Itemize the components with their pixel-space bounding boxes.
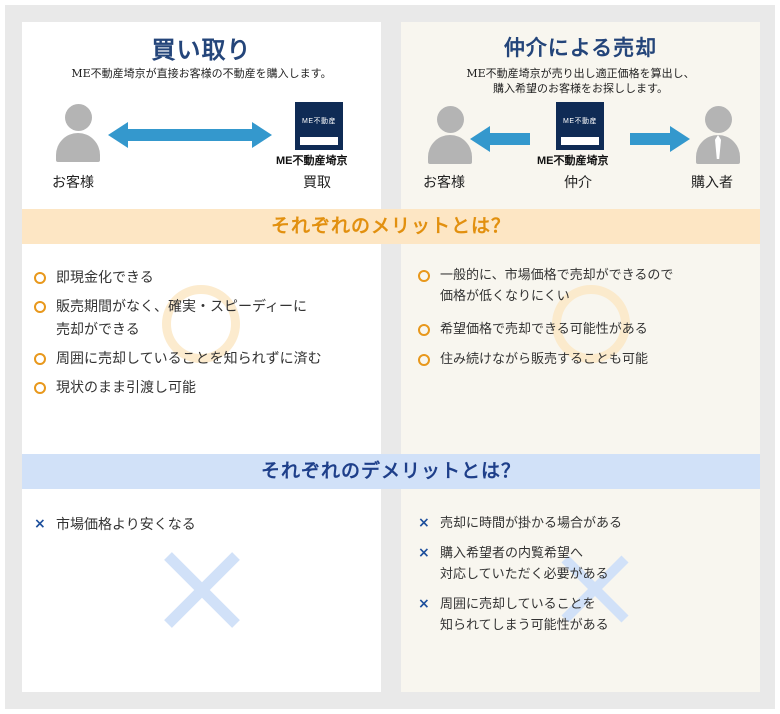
merit-item: 即現金化できる [34,267,374,290]
buyout-description: ME不動産埼京が直接お客様の不動産を購入します。 [71,67,332,80]
x-bullet-icon: × [418,545,430,561]
circle-bullet-icon [34,272,46,284]
x-bullet-icon: × [418,515,430,531]
x-bullet-icon: × [34,516,46,532]
circle-bullet-icon [34,353,46,365]
brokerage-title: 仲介による売却 [503,35,658,60]
businessman-icon [696,106,740,164]
person-icon [428,106,472,164]
merit-item: 希望価格で売却できる可能性がある [418,319,748,340]
circle-bullet-icon [418,354,430,366]
customer-label: お客様 [52,175,94,191]
demerit-item: ×市場価格より安くなる [34,516,196,533]
merit-watermark-circle [162,285,240,363]
buyer-label: 購入者 [691,175,733,191]
company-caption: ME不動産埼京 [276,155,348,167]
circle-bullet-icon [34,301,46,313]
circle-bullet-icon [34,382,46,394]
arrow-left-icon [470,126,530,152]
merit-item: 一般的に、市場価格で売却ができるので 価格が低くなりにくい [418,265,748,307]
arrow-right-icon [630,126,690,152]
brokerage-description-line1: ME不動産埼京が売り出し適正価格を算出し、 [466,67,695,80]
merit-item: 販売期間がなく、確実・スピーディーに 売却ができる [34,296,374,342]
circle-bullet-icon [418,324,430,336]
demerit-watermark-x [561,555,629,623]
company-logo-icon: ME不動産 [295,102,343,150]
merit-list-brokerage: 一般的に、市場価格で売却ができるので 価格が低くなりにくい 希望価格で売却できる… [418,265,748,379]
buyout-title: 買い取り [151,35,252,64]
demerit-item: ×購入希望者の内覧希望へ 対応していただく必要がある [418,545,609,582]
merit-item: 現状のまま引渡し可能 [34,377,374,400]
circle-bullet-icon [418,270,430,282]
brokerage-role-label: 仲介 [564,175,592,191]
demerit-item: ×売却に時間が掛かる場合がある [418,515,623,531]
person-icon [56,104,100,162]
demerit-item: ×周囲に売却していることを 知られてしまう可能性がある [418,596,609,633]
panel-brokerage: 仲介による売却 ME不動産埼京が売り出し適正価格を算出し、 購入希望のお客様をお… [401,22,760,692]
merit-watermark-circle [552,285,630,363]
demerit-watermark-x [164,552,240,628]
company-logo-icon: ME不動産 [556,102,604,150]
x-bullet-icon: × [418,596,430,612]
merit-list-buyout: 即現金化できる 販売期間がなく、確実・スピーディーに 売却ができる 周囲に売却し… [34,267,374,406]
demerit-list-brokerage: ×売却に時間が掛かる場合がある ×購入希望者の内覧希望へ 対応していただく必要が… [418,513,748,645]
company-caption: ME不動産埼京 [537,155,609,167]
demerit-list-buyout: ×市場価格より安くなる [34,514,374,543]
brokerage-description-line2: 購入希望のお客様をお探しします。 [493,82,668,95]
panel-buyout: 買い取り ME不動産埼京が直接お客様の不動産を購入します。 お客様 ME不動産 … [22,22,381,692]
merit-heading-band: それぞれのメリットとは？ [22,209,760,244]
demerit-heading-band: それぞれのデメリットとは？ [22,454,760,489]
customer-label: お客様 [423,175,465,191]
buyout-role-label: 買取 [303,175,331,191]
merit-item: 周囲に売却していることを知られずに済む [34,348,374,371]
double-arrow-icon [108,122,272,148]
merit-item: 住み続けながら販売することも可能 [418,349,748,370]
